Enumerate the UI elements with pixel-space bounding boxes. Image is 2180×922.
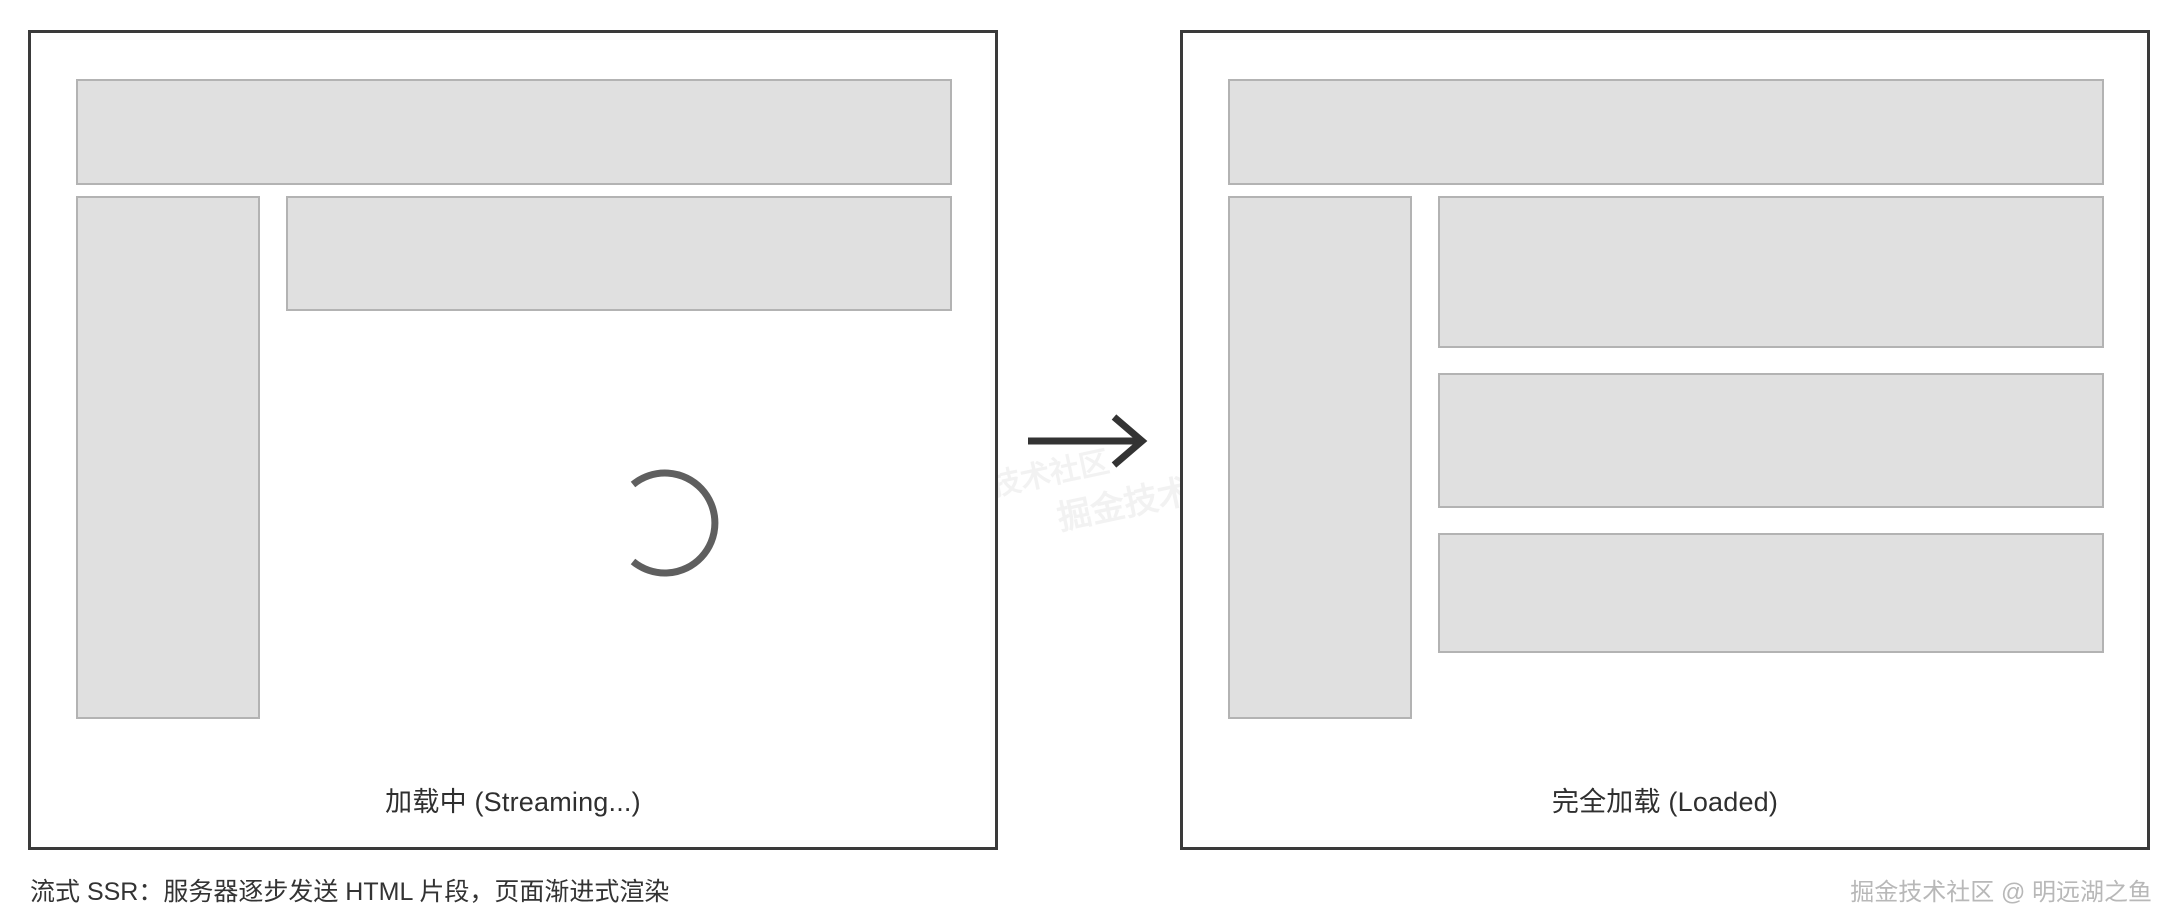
arrow-right-icon: [1022, 405, 1162, 475]
content-skeleton-block-3: [1438, 533, 2104, 653]
sidebar-skeleton-block: [1228, 196, 1412, 719]
header-skeleton-block: [76, 79, 952, 185]
sidebar-skeleton-block: [76, 196, 260, 719]
panel-caption-loaded: 完全加载 (Loaded): [1551, 787, 1779, 817]
panel-loaded: 完全加载 (Loaded): [1180, 30, 2150, 850]
content-skeleton-block-1: [286, 196, 952, 311]
content-skeleton-block-1: [1438, 196, 2104, 348]
loading-spinner-icon: [596, 458, 726, 588]
panel-caption-streaming: 加载中 (Streaming...): [385, 787, 641, 817]
panel-streaming: 加载中 (Streaming...): [28, 30, 998, 850]
header-skeleton-block: [1228, 79, 2104, 185]
content-skeleton-block-2: [1438, 373, 2104, 508]
attribution-label: 掘金技术社区 @ 明远湖之鱼: [1850, 879, 2152, 906]
diagram-footer-caption: 流式 SSR：服务器逐步发送 HTML 片段，页面渐进式渲染: [30, 878, 670, 906]
